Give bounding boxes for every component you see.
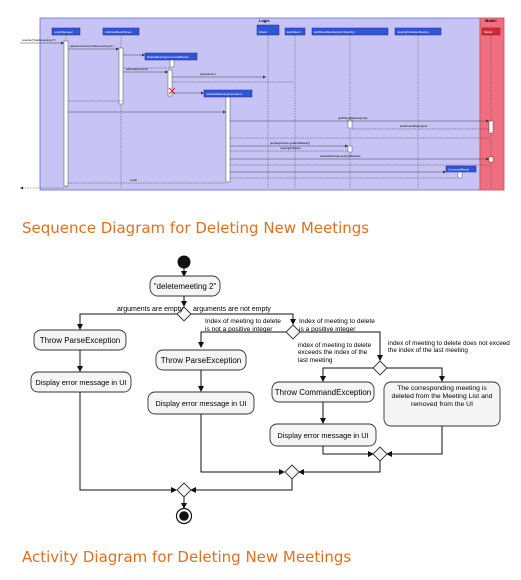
participant-model: Model bbox=[484, 30, 493, 34]
start-node-icon bbox=[177, 255, 191, 269]
msg-delete-meeting: deleteMeeting(meetingToDelete) bbox=[320, 154, 360, 158]
msg-parse-index: parse(index) bbox=[200, 72, 216, 76]
success-label: The corresponding meeting is deleted fro… bbox=[391, 385, 493, 409]
created-command-box bbox=[203, 89, 253, 98]
decision-index-positive bbox=[285, 324, 301, 340]
command-box bbox=[149, 275, 221, 297]
display-error-label-1: Display error message in UI bbox=[35, 378, 126, 387]
participant-address-book-parser: AddressBookParser bbox=[105, 30, 132, 34]
msg-get-target: get(targetIndex.getZeroBased()) bbox=[270, 141, 310, 145]
success-box bbox=[383, 381, 501, 427]
lifelines bbox=[65, 35, 492, 188]
merge-node-3 bbox=[372, 446, 388, 462]
guard-positive-wrap: Index of meeting to delete is a positive… bbox=[299, 318, 375, 333]
guard-exceeds: index of meeting to delete exceeds the i… bbox=[298, 342, 372, 364]
decision-index-exceeds bbox=[372, 360, 388, 376]
decision-arguments bbox=[176, 306, 192, 322]
command-label: "deletemeeting 2" bbox=[154, 282, 217, 291]
sequence-diagram: Logic Model LogicManager AddressBookPars… bbox=[20, 17, 505, 191]
guard-not-exceed-wrap: index of meeting to delete does not exce… bbox=[388, 340, 510, 355]
msg-last-shown: lastShownMeetingList bbox=[400, 124, 427, 128]
display-error-label-2: Display error message in UI bbox=[155, 399, 246, 408]
model-frame-label: Model bbox=[485, 18, 497, 23]
end-node-icon bbox=[175, 507, 193, 525]
throw-parse-box-1 bbox=[33, 329, 127, 351]
merge-node-2 bbox=[284, 464, 300, 480]
throw-command-label: Throw CommandException bbox=[275, 388, 371, 397]
guard-positive: Index of meeting to delete is a positive… bbox=[299, 318, 375, 333]
guard-empty: arguments are empty bbox=[117, 306, 184, 313]
participant-logic-manager: LogicManager bbox=[54, 30, 73, 34]
display-error-box-2 bbox=[147, 391, 255, 415]
participant-last-shown-meeting: lastShownMeeting:List<Meeting> bbox=[314, 30, 356, 34]
msg-execute: execute("deletemeeting 2") bbox=[22, 38, 56, 42]
msg-meeting-to-delete: meetingToDelete bbox=[280, 146, 301, 150]
participant-delete-meeting-command: d:DeleteMeetingCommand bbox=[206, 92, 242, 96]
throw-command-box bbox=[271, 381, 375, 403]
participant-result: result:Result bbox=[286, 30, 301, 34]
participant-meeting-to-delete: meetingToDelete:Meeting bbox=[397, 30, 429, 34]
participant-delete-meeting-parser: DeleteMeetingCommandParser bbox=[147, 55, 189, 59]
throw-parse-label-1: Throw ParseException bbox=[40, 336, 120, 345]
success-label-wrap: The corresponding meeting is deleted fro… bbox=[391, 385, 493, 409]
logic-frame bbox=[39, 17, 481, 191]
model-frame bbox=[479, 17, 505, 191]
msg-get-filtered: getFilteredMeetingList() bbox=[338, 116, 367, 120]
participant-command-result: CommandResult bbox=[448, 168, 469, 172]
merge-node-1 bbox=[176, 482, 192, 498]
msg-parse-command: parseCommand("deletemeeting 2") bbox=[70, 44, 114, 48]
created-command-result-box bbox=[445, 165, 477, 173]
guard-not-exceed: index of meeting to delete does not exce… bbox=[388, 340, 510, 355]
message-labels: execute("deletemeeting 2") parseCommand(… bbox=[22, 38, 427, 182]
guard-not-positive: Index of meeting to delete is not a posi… bbox=[205, 318, 281, 333]
participant-r-result: r:Result bbox=[258, 30, 267, 34]
activation-bars bbox=[63, 40, 494, 187]
message-arrows bbox=[20, 42, 489, 189]
throw-parse-label-2: Throw ParseException bbox=[161, 356, 241, 365]
msg-result: result bbox=[130, 178, 137, 182]
arrow-heads bbox=[20, 41, 489, 190]
activity-caption: Activity Diagram for Deleting New Meetin… bbox=[22, 548, 352, 566]
created-parser-box bbox=[144, 52, 198, 61]
msg-parse-arguments: parse(arguments) bbox=[126, 67, 148, 71]
display-error-label-3: Display error message in UI bbox=[277, 431, 368, 440]
guard-not-empty: arguments are not empty bbox=[193, 306, 271, 313]
sequence-caption: Sequence Diagram for Deleting New Meetin… bbox=[22, 219, 370, 237]
guard-not-positive-wrap: Index of meeting to delete is not a posi… bbox=[205, 318, 281, 333]
display-error-box-1 bbox=[30, 371, 132, 393]
guard-exceeds-wrap: index of meeting to delete exceeds the i… bbox=[298, 342, 372, 364]
display-error-box-3 bbox=[269, 423, 377, 447]
throw-parse-box-2 bbox=[155, 349, 247, 371]
logic-frame-label: Logic bbox=[259, 18, 270, 23]
